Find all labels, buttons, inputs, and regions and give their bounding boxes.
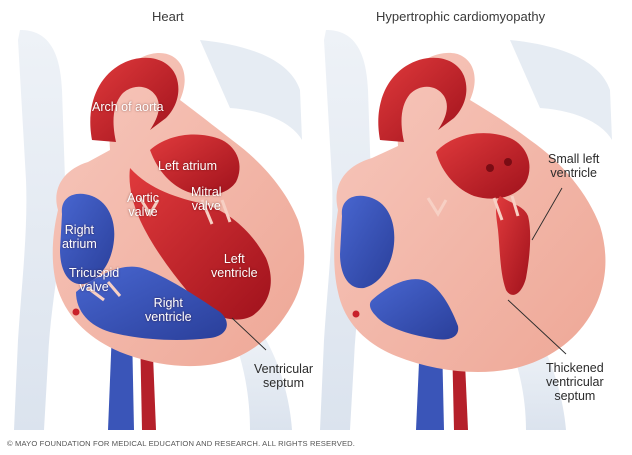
label-right-atrium: Right atrium — [62, 223, 97, 251]
hcm-heart — [320, 30, 612, 430]
hcm-small-left-ventricle — [496, 196, 531, 295]
normal-heart — [14, 30, 305, 430]
hcm-pulmonary-vein-dot — [486, 164, 494, 172]
coronary-vessel-dot — [72, 308, 80, 316]
inferior-vessel-blue — [108, 330, 134, 430]
background-vena-cava — [14, 30, 66, 430]
hcm-right-ventricle-chamber — [369, 279, 459, 340]
hcm-pulmonary-vein-dot-2 — [504, 158, 512, 166]
hcm-background-vessel-right — [510, 40, 612, 140]
hcm-mitral-valve-shape — [492, 195, 520, 221]
label-right-ventricle: Right ventricle — [145, 296, 192, 324]
left-atrium-chamber — [150, 134, 240, 196]
label-aortic-valve: Aortic valve — [127, 191, 159, 219]
right-ventricle-chamber — [76, 266, 227, 340]
label-left-ventricle: Left ventricle — [211, 252, 258, 280]
aortic-valve-shape — [138, 197, 160, 217]
label-arch-of-aorta: Arch of aorta — [92, 100, 164, 114]
label-ventricular-septum: Ventricular septum — [254, 362, 314, 390]
label-left-atrium: Left atrium — [158, 159, 218, 173]
hcm-title: Hypertrophic cardiomyopathy — [376, 9, 546, 24]
aortic-arch — [90, 57, 179, 142]
hcm-left-atrium-chamber — [436, 133, 530, 199]
copyright-footer: © MAYO FOUNDATION FOR MEDICAL EDUCATION … — [7, 439, 356, 448]
label-thickened-septum: Thickened ventricular septum — [546, 361, 604, 403]
tricuspid-valve-shape — [87, 281, 122, 302]
hcm-aortic-arch — [378, 57, 467, 142]
hcm-aortic-valve-shape — [426, 197, 448, 217]
thickened-septum-leader — [507, 299, 567, 355]
hcm-right-atrium-chamber — [340, 195, 395, 289]
right-atrium-chamber — [60, 193, 115, 285]
hcm-coronary-vessel-dot — [352, 310, 360, 318]
small-left-ventricle-leader — [531, 187, 563, 241]
left-ventricle-chamber — [129, 168, 271, 320]
label-mitral-valve: Mitral valve — [191, 185, 222, 213]
heart-title: Heart — [152, 9, 184, 24]
background-descending-aorta — [236, 330, 292, 430]
label-small-left-ventricle: Small left ventricle — [548, 152, 600, 180]
background-vessel-right — [200, 40, 302, 140]
ventricular-septum-leader — [231, 317, 267, 351]
mitral-valve-shape — [200, 199, 232, 225]
label-tricuspid-valve: Tricuspid valve — [69, 266, 120, 294]
